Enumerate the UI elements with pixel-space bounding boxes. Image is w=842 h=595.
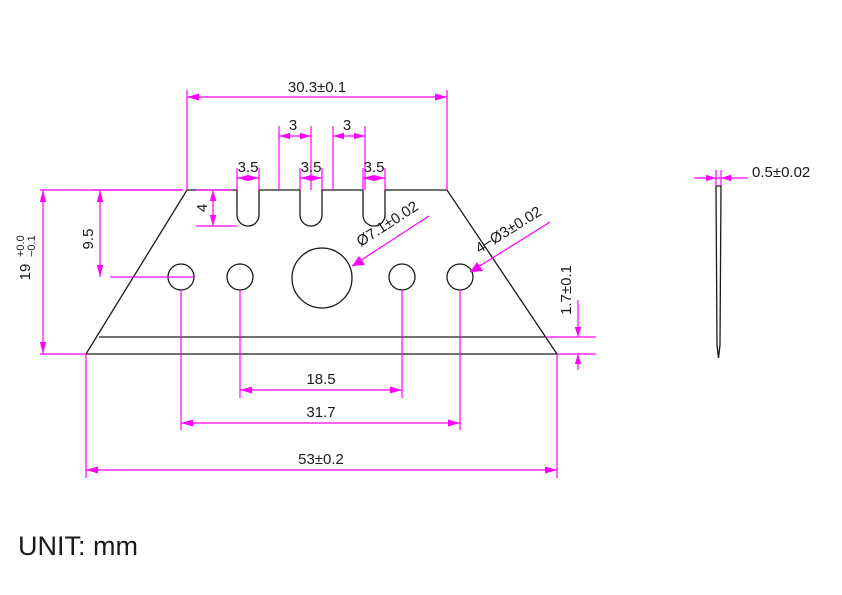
- dim-label-height-overall: 19: [17, 264, 34, 281]
- dim-hole-span-outer: 31.7: [180, 290, 461, 430]
- small-hole-4: [446, 263, 474, 291]
- plate-outline: [84, 189, 559, 355]
- dim-label-bevel-height: 1.7±0.1: [558, 265, 575, 315]
- dim-slot-width-3: 3.5: [362, 159, 386, 190]
- small-hole-3: [388, 263, 416, 291]
- dim-label-width-overall: 53±0.2: [298, 451, 344, 468]
- dim-label-hole-span-inner: 18.5: [306, 371, 335, 388]
- dim-thickness: 0.5±0.02: [694, 164, 810, 186]
- dim-slot-depth: 4: [194, 189, 237, 227]
- dim-hole-span-inner: 18.5: [239, 290, 403, 398]
- dim-label-slot-width-1: 3.5: [238, 159, 259, 176]
- dim-label-height-tol-lower: −0.1: [26, 235, 38, 257]
- dim-label-slot-depth: 4: [194, 204, 211, 212]
- unit-note: UNIT: mm: [18, 531, 138, 561]
- front-view: [84, 189, 559, 355]
- small-hole-2: [226, 263, 254, 291]
- dim-slot-width-1: 3.5: [236, 159, 260, 190]
- dim-label-slot-width-3: 3.5: [364, 159, 385, 176]
- dim-label-slot-pitch-left: 3: [289, 117, 297, 134]
- dim-bevel-height: 1.7±0.1: [545, 265, 596, 370]
- side-view: [715, 185, 722, 359]
- dim-label-top-overall: 30.3±0.1: [288, 79, 346, 96]
- dim-label-slot-pitch-right: 3: [343, 117, 351, 134]
- dim-label-small-holes: 4−Ø3±0.02: [473, 203, 545, 257]
- dim-label-height-to-holes: 9.5: [80, 229, 97, 250]
- dim-label-hole-span-outer: 31.7: [306, 404, 335, 421]
- dim-label-slot-width-2: 3.5: [301, 159, 322, 176]
- dim-top-overall: 30.3±0.1: [186, 79, 448, 190]
- dim-slot-width-2: 3.5: [299, 159, 323, 190]
- dim-height-to-holes: 9.5: [80, 189, 193, 278]
- side-profile: [715, 185, 722, 359]
- dim-width-overall: 53±0.2: [85, 354, 558, 478]
- center-hole: [291, 247, 353, 309]
- dim-label-height-tol-upper: +0.0: [15, 235, 27, 257]
- dim-slot-pitch-right: 3: [332, 117, 366, 190]
- leader-small-holes: 4−Ø3±0.02: [469, 203, 551, 273]
- dim-label-thickness: 0.5±0.02: [752, 164, 810, 181]
